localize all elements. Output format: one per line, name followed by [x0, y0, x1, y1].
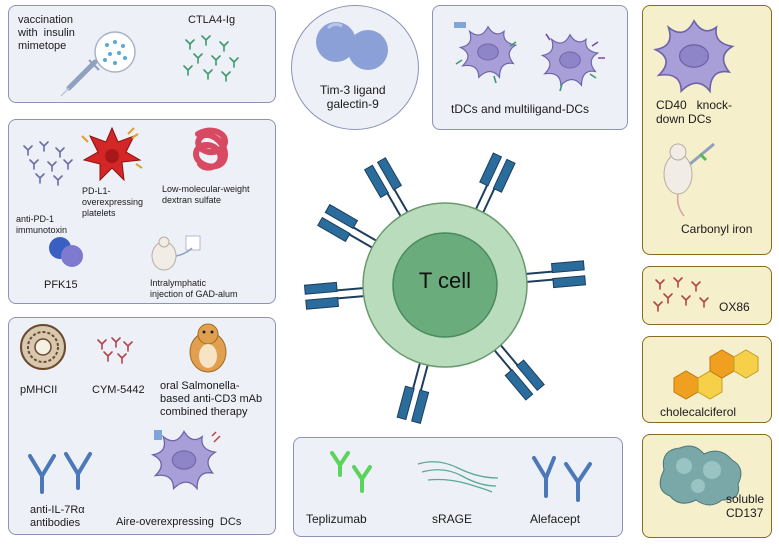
- label-pmhcii: pMHCII: [20, 384, 58, 396]
- anti-pd1-immunotoxin-icon: [23, 141, 73, 186]
- ox86-antibodies-icon: [653, 277, 709, 312]
- label-tim3-ligand-galectin9: Tim-3 ligand galectin-9: [320, 83, 386, 112]
- galectin-9-protein-icon: [316, 22, 388, 70]
- label-ctla4-ig: CTLA4-Ig: [188, 14, 236, 26]
- cd40-knockdown-dc-icon: [654, 19, 734, 92]
- label-pd-l1-overexpressing-platelets: PD-L1- overexpressing platelets: [82, 186, 144, 218]
- teplizumab-icon: [330, 451, 372, 493]
- label-pfk15: PFK15: [44, 279, 78, 291]
- label-vaccination-insulin-mimetope: vaccination with insulin mimetope: [18, 14, 75, 53]
- label-oral-salmonella-anti-cd3: oral Salmonella- based anti-CD3 mAb comb…: [160, 380, 263, 419]
- alefacept-icon: [532, 456, 592, 502]
- label-ox86: OX86: [719, 300, 750, 314]
- receptor-group: [303, 152, 587, 424]
- label-cd40-knockdown-dcs: CD40 knock- down DCs: [656, 98, 733, 127]
- label-cholecalciferol: cholecalciferol: [660, 405, 737, 419]
- pfk15-molecule-icon: [49, 237, 83, 267]
- label-tdcs-multiligand-dcs: tDCs and multiligand-DCs: [451, 102, 590, 116]
- label-t-cell: T cell: [418, 268, 472, 293]
- panel-checkpoint-therapies: [8, 119, 276, 304]
- label-intralymphatic-injection-gad-alum: Intralymphatic injection of GAD-alum: [150, 278, 238, 299]
- ctla4-ig-antibodies-icon: [183, 35, 239, 82]
- label-low-molecular-weight-dextran-sulfate: Low-molecular-weight dextran sulfate: [162, 184, 250, 205]
- aire-dc-icon: [152, 430, 221, 490]
- pmhcii-nanoparticle-icon: [20, 324, 66, 370]
- soluble-cd137-protein-icon: [659, 445, 742, 506]
- panel-tim3: [291, 5, 419, 130]
- panel-ox86: [642, 266, 772, 325]
- insulin-mimetope-dish-icon: [60, 31, 136, 97]
- anti-il7r-antibodies-icon: [28, 452, 92, 494]
- dextran-sulfate-icon: [192, 127, 228, 171]
- mouse-injection-icon: [151, 235, 201, 271]
- label-srage: sRAGE: [432, 512, 473, 526]
- label-soluble-cd137: soluble CD137: [726, 492, 765, 521]
- cholecalciferol-hexagon-icon: [673, 349, 759, 400]
- pd-l1-platelet-icon: [81, 126, 143, 182]
- label-anti-pd1-immunotoxin: anti-PD-1 immunotoxin: [16, 214, 68, 235]
- label-teplizumab: Teplizumab: [306, 512, 367, 526]
- hamster-icon: [189, 323, 227, 373]
- multiligand-dc-icon: [541, 33, 605, 92]
- cym-5442-icon: [97, 337, 133, 364]
- t-cell-nucleus: [392, 232, 498, 338]
- label-aire-overexpressing-dcs: Aire-overexpressing DCs: [116, 516, 242, 528]
- t-cell-diagram: [303, 152, 587, 424]
- tdc-cell-icon: [454, 22, 517, 84]
- srage-icon: [417, 461, 499, 493]
- label-cym-5442: CYM-5442: [92, 384, 145, 396]
- label-anti-il7r-antibodies: anti-IL-7Rα antibodies: [30, 504, 85, 530]
- label-alefacept: Alefacept: [530, 512, 581, 526]
- label-carbonyl-iron: Carbonyl iron: [681, 222, 753, 236]
- panel-vaccination: [8, 5, 276, 103]
- mouse-carbonyl-iron-icon: [663, 142, 715, 217]
